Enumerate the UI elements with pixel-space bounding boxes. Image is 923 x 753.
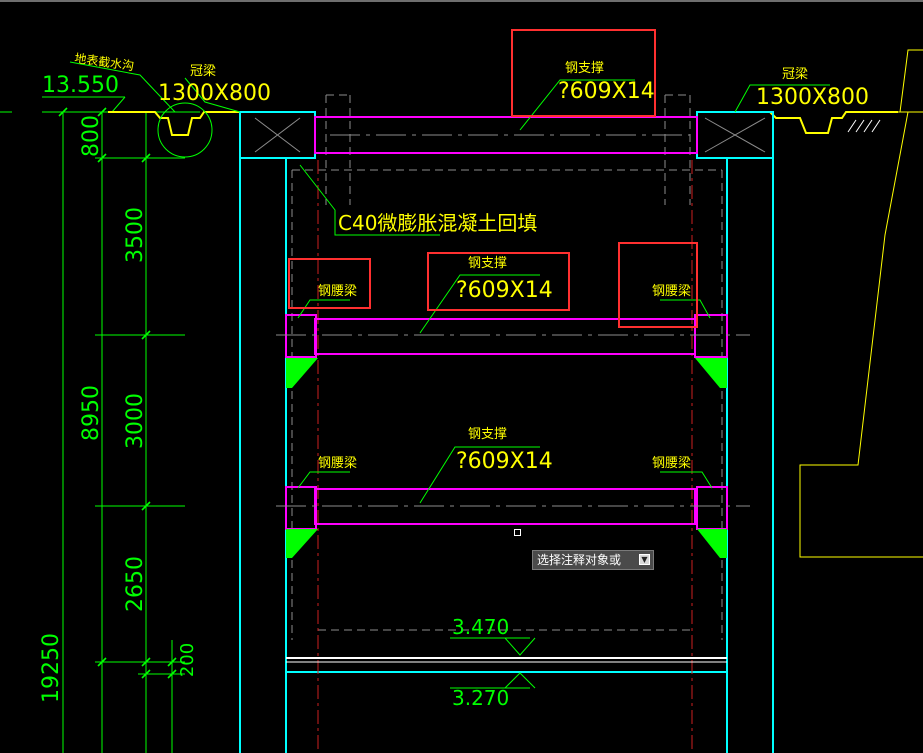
slope-outline [799, 49, 923, 558]
elevation-top-label: 13.550 [42, 73, 119, 98]
red-centerlines [317, 160, 693, 753]
crown-beam-right-label: 冠梁 [782, 67, 808, 82]
review-box-support-1[interactable] [511, 29, 656, 117]
ground-drain-label: 地表截水沟 [74, 51, 135, 73]
bottom-slab [286, 657, 727, 663]
steel-waist-beam-2-right-label: 钢腰梁 [652, 284, 691, 299]
review-box-support-2[interactable] [427, 252, 570, 311]
dim-800: 800 [79, 115, 104, 157]
interior-dashed-lines [291, 94, 723, 640]
dim-3000: 3000 [123, 393, 148, 449]
steel-support-3-size: ?609X14 [456, 449, 553, 474]
elevation-bottom-label: 3.270 [452, 686, 509, 710]
review-markers[interactable] [288, 29, 698, 328]
steel-waist-beam-2-left-label: 钢腰梁 [318, 284, 357, 299]
review-box-waist-right[interactable] [618, 242, 698, 328]
command-tooltip[interactable]: 选择注释对象或 ▼ [532, 550, 654, 570]
crown-beam-left-label: 冠梁 [190, 64, 216, 79]
tooltip-text: 选择注释对象或 [537, 553, 622, 567]
steel-support-2-size: ?609X14 [456, 278, 553, 303]
dim-3500: 3500 [123, 207, 148, 263]
chevron-down-icon[interactable]: ▼ [639, 554, 650, 565]
pick-cursor [514, 529, 521, 536]
steel-support-2-label: 钢支撑 [468, 256, 507, 271]
dimension-labels: 800 3500 8950 3000 2650 19250 200 [39, 115, 198, 703]
dim-200: 200 [177, 643, 198, 677]
steel-support-1-size: ?609X14 [558, 79, 655, 104]
leader-lines [69, 61, 830, 504]
steel-support-3-label: 钢支撑 [468, 427, 507, 442]
dimension-ticks [58, 107, 177, 679]
window-top-border [0, 0, 923, 2]
crown-beam-right [696, 111, 774, 159]
dim-8950: 8950 [79, 385, 104, 441]
c40-fill-label: C40微膨胀混凝土回填 [338, 211, 537, 235]
annotation-texts: 地表截水沟 13.550 冠梁 1300X800 冠梁 1300X800 钢支撑… [42, 51, 869, 710]
diaphragm-walls [239, 157, 774, 753]
steel-waist-beam-3-left-label: 钢腰梁 [318, 456, 357, 471]
steel-support-3 [276, 486, 750, 558]
steel-support-1-label: 钢支撑 [565, 61, 604, 76]
crown-beam-left-size: 1300X800 [158, 81, 271, 106]
steel-support-1 [314, 116, 698, 154]
elevation-markers [450, 637, 536, 689]
steel-waist-beam-3-right-label: 钢腰梁 [652, 456, 691, 471]
elevation-mid-label: 3.470 [452, 615, 509, 639]
crown-beam-right-size: 1300X800 [756, 85, 869, 110]
hatch-right [847, 119, 881, 133]
dim-2650: 2650 [123, 556, 148, 612]
steel-support-2 [276, 314, 750, 388]
dim-19250: 19250 [39, 633, 64, 703]
review-box-waist-left[interactable] [288, 258, 371, 309]
